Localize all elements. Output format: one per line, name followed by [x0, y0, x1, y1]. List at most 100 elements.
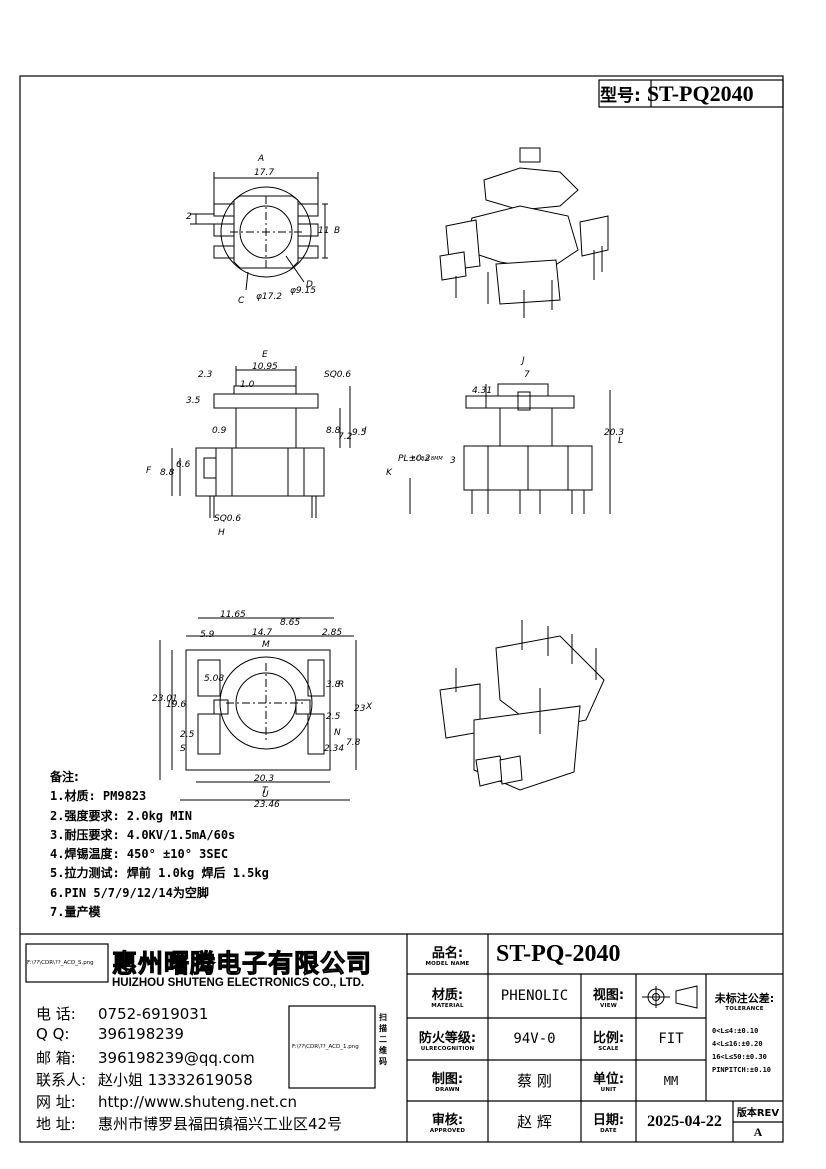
drawn-value: 蔡 刚 — [517, 1072, 552, 1090]
material-label-en: MATERIAL — [431, 1002, 464, 1009]
dim-front-h4: 0.9 — [212, 426, 227, 436]
material-value: PHENOLIC — [500, 988, 569, 1004]
name-value: ST-PQ-2040 — [496, 940, 621, 967]
dim-bot-w6: 20.3 — [254, 774, 275, 784]
tag-u: U — [262, 790, 269, 800]
scale-value: FIT — [658, 1031, 684, 1047]
dim-side-pl: PL±0.2 — [398, 454, 431, 464]
dim-front-w: 10.95 — [252, 362, 278, 372]
model-label: 型号: — [600, 86, 641, 106]
flame-label-cell: 防火等级: ULRECOGNITION — [407, 1018, 488, 1060]
note-item: 7.量产模 — [50, 905, 101, 920]
tag-b: B — [334, 226, 341, 236]
tag-f: F — [146, 466, 152, 476]
contact-key: 邮 箱: — [36, 1049, 76, 1067]
top-view — [190, 172, 328, 291]
logo-placeholder: F:\??\CDR\??_ACD_S.png — [27, 960, 94, 966]
dim-bot-h1: 5.08 — [204, 674, 225, 684]
dim-front-h5: 8.8 — [326, 426, 341, 436]
unit-label: 单位: — [592, 1072, 625, 1087]
tag-k: K — [386, 468, 392, 478]
unit-value: MM — [663, 1073, 679, 1088]
dim-bot-h9: 7.8 — [346, 738, 361, 748]
qr-caption: 扫描二维码 — [379, 1013, 387, 1066]
side-view — [409, 383, 611, 514]
tolerance-row: 16<L≤50:±0.30 — [712, 1053, 767, 1061]
contact-value: 惠州市博罗县福田镇福兴工业区42号 — [98, 1115, 343, 1133]
note-item: 6.PIN 5/7/9/12/14为空脚 — [50, 885, 209, 900]
approved-label-en: APPROVED — [429, 1128, 466, 1134]
dim-front-h7: 9.5 — [352, 428, 367, 438]
tag-x: X — [366, 702, 373, 712]
dim-side-h2: 3 — [450, 456, 456, 466]
dim-front-sq2: SQ0.6 — [214, 514, 242, 524]
scale-label: 比例: — [592, 1030, 625, 1046]
contact-phone: 电 话: 0752-6919031 — [36, 1003, 208, 1024]
unit-label-en: UNIT — [600, 1087, 617, 1093]
view-label: 视图: — [592, 987, 625, 1003]
contact-website: 网 址:http://www.shuteng.net.cn — [36, 1091, 297, 1112]
tolerance-label-cell: 未标注公差: TOLERANCE — [706, 986, 783, 1016]
tag-n: N — [334, 728, 341, 738]
approved-label-cell: 审核: APPROVED — [407, 1101, 488, 1142]
dim-front-h3: 1.0 — [240, 380, 255, 390]
scale-label-cell: 比例: SCALE — [581, 1018, 636, 1060]
company-name-en: HUIZHOU SHUTENG ELECTRONICS CO., LTD. — [112, 977, 365, 989]
dim-side-pl-sub: P.C.B:0.8MM — [412, 456, 443, 462]
dim-bot-h6: 2.5 — [180, 730, 195, 740]
iso-view-top — [439, 147, 609, 318]
dim-top-width: 17.7 — [254, 168, 275, 178]
material-label: 材质: — [431, 987, 464, 1003]
company-name-cn: 惠州曙腾电子有限公司 — [111, 949, 373, 979]
model-value: ST-PQ2040 — [646, 80, 754, 106]
tag-d: D — [306, 280, 313, 290]
contact-value: 396198239 — [98, 1025, 184, 1043]
dim-side-h3: 20.3 — [604, 428, 625, 438]
model-number-box: 型号: ST-PQ2040 — [600, 80, 754, 107]
dim-front-h9: 8.8 — [160, 468, 175, 478]
flame-value: 94V-0 — [513, 1031, 556, 1047]
view-label-en: VIEW — [600, 1002, 617, 1009]
note-item: 3.耐压要求: 4.0KV/1.5mA/60s — [50, 827, 236, 842]
material-label-cell: 材质: MATERIAL — [407, 974, 488, 1018]
tag-e: E — [262, 350, 268, 360]
dim-bot-w5: 2.85 — [322, 628, 343, 638]
contact-address: 地 址:惠州市博罗县福田镇福兴工业区42号 — [36, 1113, 342, 1134]
dim-bot-w3: 14.7 — [252, 628, 273, 638]
unit-label-cell: 单位: UNIT — [581, 1060, 636, 1101]
approved-value: 赵 辉 — [517, 1113, 552, 1131]
contact-key: 电 话: — [36, 1005, 76, 1023]
flame-label: 防火等级: — [418, 1030, 477, 1046]
note-item: 2.强度要求: 2.0kg MIN — [50, 808, 192, 823]
date-label: 日期: — [592, 1113, 625, 1128]
name-label: 品名: — [431, 945, 464, 961]
tag-r: R — [338, 680, 345, 690]
dim-bot-h8: 2.34 — [324, 744, 345, 754]
front-view — [171, 366, 351, 518]
tolerance-row: 4<L≤16:±0.20 — [712, 1040, 763, 1048]
dim-top-right: 11 — [318, 226, 330, 236]
tolerance-row: 0<L≤4:±0.10 — [712, 1027, 759, 1035]
dim-bot-w2: 8.65 — [280, 618, 301, 628]
tolerance-row: PINPITCH:±0.10 — [712, 1066, 772, 1074]
flame-label-en: ULRECOGNITION — [420, 1045, 475, 1052]
contact-person: 联系人:赵小姐 13332619058 — [36, 1069, 253, 1090]
dim-front-h1: 2.3 — [198, 370, 213, 380]
tag-c: C — [238, 296, 245, 306]
name-label-en: MODEL NAME — [425, 960, 470, 967]
tag-j: J — [522, 356, 525, 366]
dim-bot-h7: 2.5 — [326, 712, 341, 722]
contact-value: 0752-6919031 — [98, 1005, 209, 1023]
contact-key: Q Q: — [36, 1025, 70, 1043]
scale-label-en: SCALE — [598, 1045, 619, 1052]
dim-bot-h5: 23 — [354, 704, 366, 714]
tag-l: L — [618, 436, 624, 446]
dim-bot-h4: 19.6 — [166, 700, 187, 710]
dim-front-h8: 6.6 — [176, 460, 191, 470]
notes-title: 备注: — [50, 770, 79, 784]
iso-view-bottom — [439, 620, 605, 791]
note-item: 4.焊锡温度: 450° ±10° 3SEC — [50, 847, 229, 862]
tag-a: A — [258, 154, 265, 164]
qr-placeholder: F:\??\CDR\??_ACD_1.png — [292, 1044, 359, 1050]
dim-bot-w1: 11.65 — [220, 610, 246, 620]
